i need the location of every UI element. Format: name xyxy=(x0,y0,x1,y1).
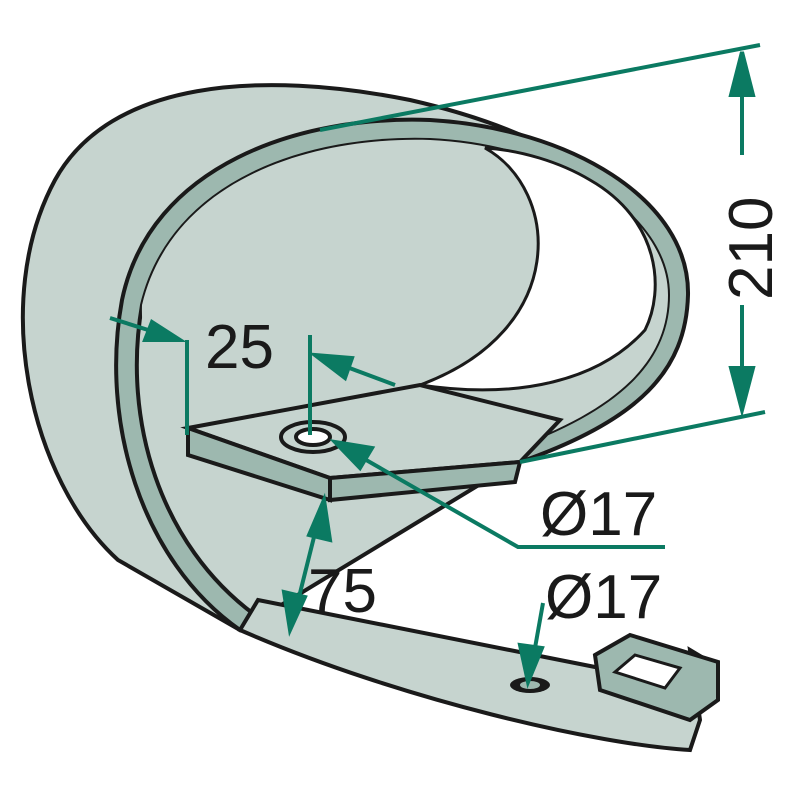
dimension-25: 25 xyxy=(205,313,274,382)
upper-plate-side xyxy=(328,459,523,503)
dimension-lines xyxy=(109,43,766,689)
lower-hole-inner xyxy=(520,681,540,689)
dimension-hole-upper: Ø17 xyxy=(540,480,657,549)
loop-opening xyxy=(419,146,657,392)
dimension-75: 75 xyxy=(308,557,377,626)
dimension-hole-lower: Ø17 xyxy=(545,563,662,632)
dimension-210: 210 xyxy=(717,197,786,300)
upper-hole-inner xyxy=(294,427,332,447)
lug-slot xyxy=(611,653,683,690)
